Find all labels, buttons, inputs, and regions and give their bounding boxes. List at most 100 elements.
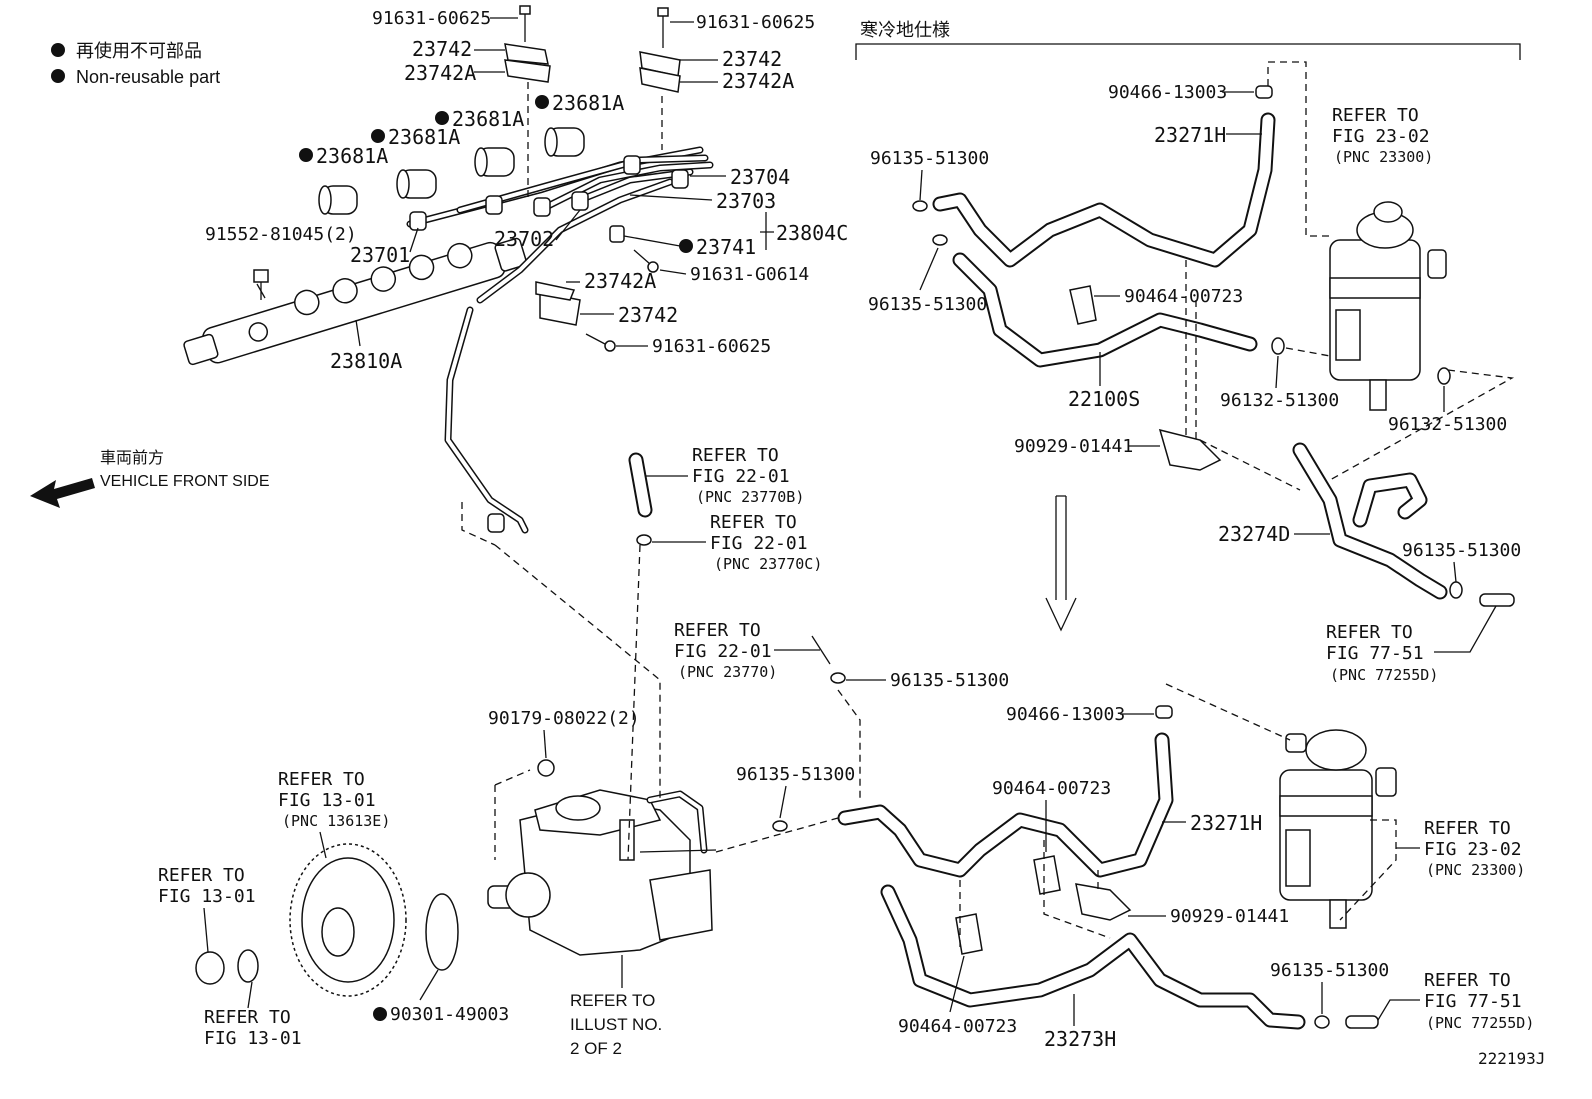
legend-en: Non-reusable part	[76, 67, 220, 87]
upper-right-labels: 90466-13003 23271H REFER TO FIG 23-02 (P…	[868, 82, 1521, 684]
ref-label: FIG 13-01	[278, 790, 376, 811]
ref-label: FIG 13-01	[204, 1028, 302, 1049]
fuel-rail-23810a	[183, 237, 528, 366]
ref-label: REFER TO	[204, 1007, 291, 1028]
label-90466-13003: 90466-13003	[1006, 704, 1125, 725]
label-23681a: 23681A	[316, 144, 388, 168]
label-96135-51300: 96135-51300	[870, 148, 989, 169]
ref-label: (PNC 77255D)	[1330, 666, 1438, 684]
ref-label: REFER TO	[1424, 818, 1511, 839]
fuel-filter-upper	[1329, 201, 1447, 411]
label-23274d: 23274D	[1218, 522, 1290, 546]
label-23810a: 23810A	[330, 349, 402, 373]
ref-label: (PNC 13613E)	[282, 812, 390, 830]
label-23704: 23704	[730, 165, 790, 189]
label-23271h: 23271H	[1190, 811, 1262, 835]
vehicle-front-indicator: 車両前方 VEHICLE FRONT SIDE	[30, 449, 270, 508]
front-side-jp: 車両前方	[100, 449, 164, 467]
label-23702: 23702	[494, 227, 554, 251]
ref-label: FIG 22-01	[710, 533, 808, 554]
ref-label: FIG 22-01	[692, 466, 790, 487]
label-90466-13003: 90466-13003	[1108, 82, 1227, 103]
ref-label: (PNC 23770C)	[714, 555, 822, 573]
ref-label: REFER TO	[692, 445, 779, 466]
label-22100s: 22100S	[1068, 387, 1140, 411]
label-91631-60625: 91631-60625	[696, 12, 815, 33]
ref-label: FIG 77-51	[1326, 643, 1424, 664]
label-90929-01441: 90929-01441	[1014, 436, 1133, 457]
label-90464-00723: 90464-00723	[1124, 286, 1243, 307]
legend-dot	[51, 69, 65, 83]
ref-label: (PNC 23300)	[1334, 148, 1433, 166]
label-90464-00723: 90464-00723	[898, 1016, 1017, 1037]
label-91631-g0614: 91631-G0614	[690, 264, 809, 285]
fuel-rail-assembly	[183, 5, 714, 534]
label-96132-51300: 96132-51300	[1220, 390, 1339, 411]
label-91631-60625: 91631-60625	[372, 8, 491, 29]
label-23742: 23742	[722, 47, 782, 71]
label-23271h: 23271H	[1154, 123, 1226, 147]
label-96135-51300: 96135-51300	[868, 294, 987, 315]
legend: 再使用不可部品 Non-reusable part	[51, 41, 220, 87]
ref-label: (PNC 23770)	[678, 663, 777, 681]
label-91552-81045: 91552-81045(2)	[205, 224, 357, 245]
front-side-en: VEHICLE FRONT SIDE	[100, 473, 270, 490]
label-23273h: 23273H	[1044, 1027, 1116, 1051]
label-23742a: 23742A	[584, 269, 656, 293]
drive-gear	[289, 843, 407, 997]
ref-label: REFER TO	[158, 865, 245, 886]
fuel-pump-assembly	[195, 502, 839, 997]
label-96135-51300: 96135-51300	[1270, 960, 1389, 981]
label-96132-51300: 96132-51300	[1388, 414, 1507, 435]
cold-spec-bracket: 寒冷地仕様	[855, 20, 1521, 60]
cold-spec-upper	[912, 61, 1515, 632]
fuel-filter-lower	[1279, 729, 1397, 929]
figure-id: 222193J	[1478, 1049, 1545, 1068]
legend-jp: 再使用不可部品	[76, 41, 202, 61]
ref-label: FIG 13-01	[158, 886, 256, 907]
label-90929-01441: 90929-01441	[1170, 906, 1289, 927]
label-90301-49003: 90301-49003	[390, 1004, 509, 1025]
label-91631-60625: 91631-60625	[652, 336, 771, 357]
ref-label: REFER TO	[1326, 622, 1413, 643]
label-23681a: 23681A	[388, 125, 460, 149]
legend-dot	[51, 43, 65, 57]
label-90179-08022: 90179-08022(2)	[488, 708, 640, 729]
label-96135-51300: 96135-51300	[890, 670, 1009, 691]
label-23681a: 23681A	[452, 107, 524, 131]
standard-lower	[837, 683, 1397, 1030]
ref-label: REFER TO	[710, 512, 797, 533]
ref-label: (PNC 23770B)	[696, 488, 804, 506]
upper-left-labels: 91631-60625 23742 23742A 91631-60625 237…	[205, 8, 848, 373]
label-23741: 23741	[696, 235, 756, 259]
label-23742: 23742	[412, 37, 472, 61]
ref-label: ILLUST NO.	[570, 1015, 662, 1034]
ref-label: REFER TO	[278, 769, 365, 790]
front-arrow-icon	[30, 478, 95, 508]
label-96135-51300: 96135-51300	[736, 764, 855, 785]
bushing-23681a	[318, 127, 585, 215]
ref-label: FIG 23-02	[1424, 839, 1522, 860]
arrow-down-icon	[1045, 495, 1077, 632]
label-23701: 23701	[350, 243, 410, 267]
label-23742a: 23742A	[404, 61, 476, 85]
ref-label: REFER TO	[1424, 970, 1511, 991]
cold-spec-label: 寒冷地仕様	[860, 20, 950, 40]
label-23742a: 23742A	[722, 69, 794, 93]
label-96135-51300: 96135-51300	[1402, 540, 1521, 561]
ref-label: REFER TO	[1332, 105, 1419, 126]
ref-label: (PNC 23300)	[1426, 861, 1525, 879]
ref-label: FIG 22-01	[674, 641, 772, 662]
ref-label: (PNC 77255D)	[1426, 1014, 1534, 1032]
ref-label: REFER TO	[570, 991, 655, 1010]
bolt-91552	[253, 269, 269, 300]
clamp-23742-upper	[504, 43, 681, 326]
ref-label: FIG 23-02	[1332, 126, 1430, 147]
ref-label: 2 OF 2	[570, 1039, 622, 1058]
label-23681a: 23681A	[552, 91, 624, 115]
label-23804c: 23804C	[776, 221, 848, 245]
label-23703: 23703	[716, 189, 776, 213]
label-90464-00723: 90464-00723	[992, 778, 1111, 799]
ref-label: REFER TO	[674, 620, 761, 641]
